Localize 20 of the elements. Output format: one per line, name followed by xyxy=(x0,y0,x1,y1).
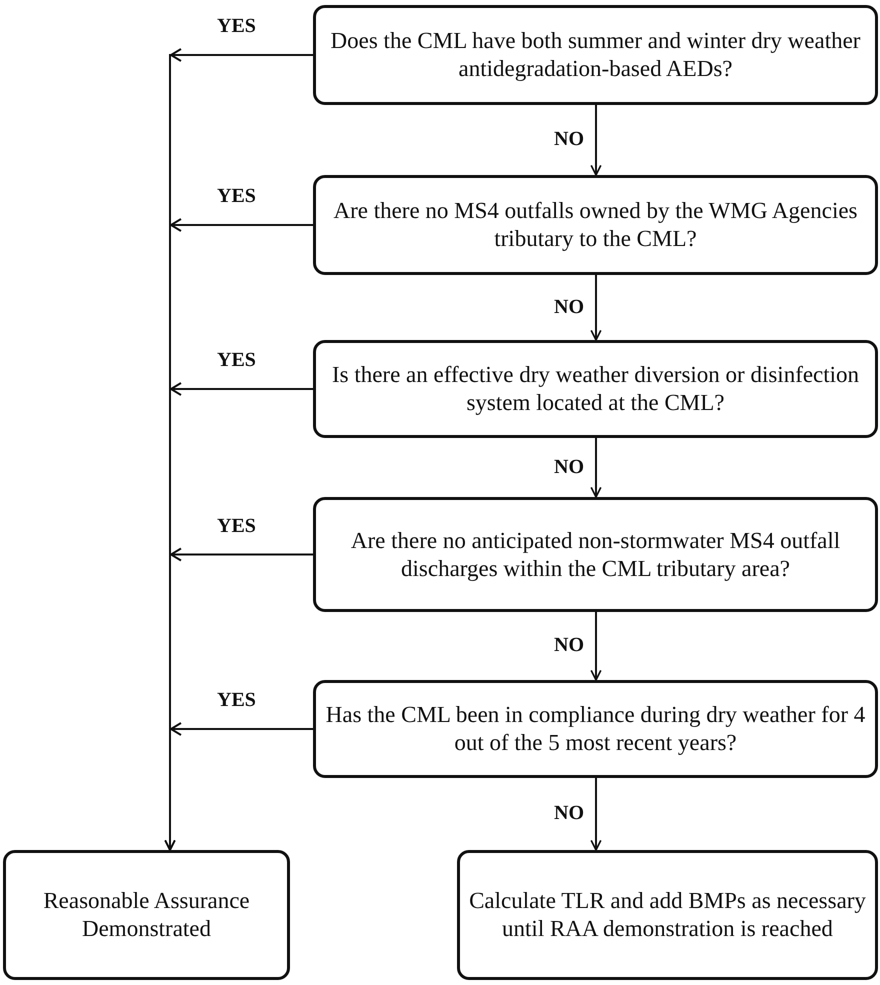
decision-box xyxy=(313,680,878,778)
process-box xyxy=(3,850,290,980)
arrow xyxy=(590,778,602,851)
arrow xyxy=(590,275,602,341)
node-text: Reasonable Assurance Demonstrated xyxy=(42,887,251,943)
decision-box xyxy=(313,175,878,275)
node-text: Is there an effective dry weather diversion or disinfection system located at the CML? xyxy=(330,361,860,417)
node-text: Does the CML have both summer and winter dry weather antidegradation-based AEDs? xyxy=(330,27,862,83)
node-text: Has the CML been in compliance during dry weather for 4 out of the 5 most recent years? xyxy=(324,701,866,757)
arrow xyxy=(590,438,602,498)
arrow xyxy=(590,612,602,681)
decision-box xyxy=(313,497,878,612)
node-text: Calculate TLR and add BMPs as necessary until RAA demonstration is reached xyxy=(468,887,867,943)
arrow xyxy=(164,722,313,851)
arrow xyxy=(590,105,602,176)
decision-box xyxy=(313,5,878,105)
decision-box xyxy=(313,340,878,438)
node-text: Are there no MS4 outfalls owned by the WMG Agencies tributary to the CML? xyxy=(332,197,858,253)
process-box xyxy=(457,850,878,980)
node-text: Are there no anticipated non-stormwater MS4 outfall discharges within the CML tributary area? xyxy=(350,526,842,582)
